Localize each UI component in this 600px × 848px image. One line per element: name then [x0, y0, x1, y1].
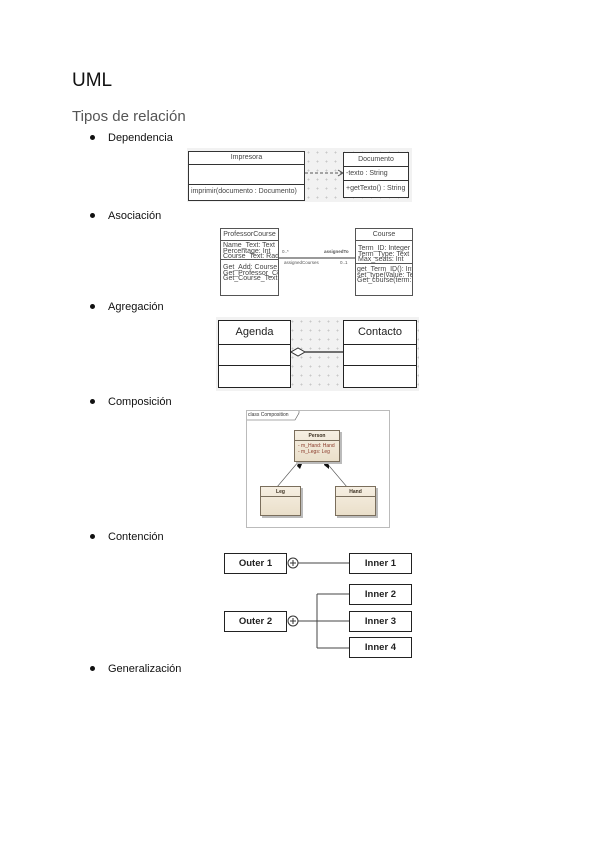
operation: Get_Course_Text: Radio — [223, 275, 278, 282]
dependencia-diagram: Impresora imprimir(documento : Documento… — [187, 148, 412, 202]
bullet-label: Asociación — [108, 210, 162, 222]
class-operations — [219, 366, 290, 386]
left-role: assignedCourses — [284, 260, 319, 265]
class-name: Documento — [344, 153, 408, 167]
attribute: - m_Legs: Leg — [298, 449, 330, 455]
operation: set_type(value: Text) — [357, 271, 412, 279]
composicion-diagram: class Composition Person - m_Hand: Hand … — [246, 410, 390, 528]
containment-plus-icon — [287, 557, 299, 569]
attribute: Name_Text: Text — [223, 242, 276, 249]
class-name: Course — [356, 229, 412, 241]
class-body — [336, 497, 375, 515]
class-name: Leg — [261, 487, 300, 497]
bullet-icon — [90, 665, 95, 671]
class-attributes — [344, 345, 416, 366]
bullet-agregacion: Agregación — [90, 301, 164, 313]
uml-class-documento: Documento -texto : String +getTexto() : … — [343, 152, 409, 198]
class-name: Contacto — [344, 321, 416, 345]
containment-plus-icon — [287, 615, 299, 627]
bullet-generalizacion: Generalización — [90, 663, 181, 675]
dependency-arrow — [305, 169, 344, 177]
inner-4-box: Inner 4 — [349, 637, 412, 658]
uml-class-contacto: Contacto — [343, 320, 417, 388]
inner-2-box: Inner 2 — [349, 584, 412, 605]
uml-class-right: Course Term_ID: Integer Term_Type: Text … — [355, 228, 413, 296]
composition-connectors — [247, 411, 348, 488]
bullet-contencion: Contención — [90, 531, 164, 543]
bullet-label: Agregación — [108, 301, 164, 313]
class-attributes: -texto : String — [344, 167, 408, 181]
bullet-icon — [90, 134, 95, 140]
left-multiplicity: 0..* — [282, 249, 289, 254]
uml-class-agenda: Agenda — [218, 320, 291, 388]
bullet-label: Dependencia — [108, 132, 173, 144]
attribute: - m_Hand: Hand — [298, 443, 335, 449]
class-attributes: - m_Hand: Hand - m_Legs: Leg — [295, 441, 339, 461]
operation: Get_Add: Course_Text — [223, 264, 278, 271]
filled-diamond-icon — [324, 461, 329, 469]
contencion-diagram: Outer 1 Outer 2 Inner 1 Inner 2 Inner 3 … — [222, 551, 414, 661]
operation: get_Term_ID(): Integer — [357, 266, 412, 273]
class-attributes: Term_ID: Integer Term_Type: Text Max_sea… — [356, 241, 412, 264]
class-body — [261, 497, 300, 515]
uml-class-leg: Leg — [260, 486, 301, 516]
attribute: Course_Text: Radio — [223, 253, 278, 260]
class-operations: Get_Add: Course_Text Get_Professor_Cours… — [221, 260, 278, 295]
operation: Get_course(term: Id) — [357, 277, 412, 284]
uml-class-person: Person - m_Hand: Hand - m_Legs: Leg — [294, 430, 340, 462]
containment-connectors — [287, 557, 349, 649]
class-name: Person — [295, 431, 339, 441]
bullet-icon — [90, 398, 95, 404]
uml-class-hand: Hand — [335, 486, 376, 516]
bullet-icon — [90, 212, 95, 218]
bullet-label: Contención — [108, 531, 164, 543]
hollow-diamond-icon — [291, 347, 307, 357]
right-role: assignedTo — [324, 249, 349, 254]
class-attributes — [219, 345, 290, 366]
class-name: Agenda — [219, 321, 290, 345]
section-heading: Tipos de relación — [72, 108, 186, 125]
aggregation-connector — [291, 347, 343, 357]
attribute: Max_seats: Int — [358, 256, 404, 263]
filled-diamond-icon — [297, 461, 302, 469]
attribute: Term_ID: Integer — [358, 245, 411, 252]
bullet-label: Generalización — [108, 663, 182, 675]
class-attributes — [189, 165, 304, 185]
right-multiplicity: 0..1 — [340, 260, 348, 265]
class-operations: get_Term_ID(): Integer set_type(value: T… — [356, 264, 412, 295]
frame-label: class Composition — [248, 412, 289, 418]
class-operations: +getTexto() : String — [346, 185, 406, 192]
class-operations: imprimir(documento : Documento) — [191, 188, 297, 195]
agregacion-diagram: Agenda Contacto — [216, 317, 419, 391]
class-name: Impresora — [189, 152, 304, 165]
class-operations — [344, 366, 416, 386]
uml-class-impresora: Impresora imprimir(documento : Documento… — [188, 151, 305, 201]
bullet-dependencia: Dependencia — [90, 132, 173, 144]
inner-1-box: Inner 1 — [349, 553, 412, 574]
outer-1-box: Outer 1 — [224, 553, 287, 574]
attribute: Term_Type: Text — [358, 250, 410, 258]
bullet-icon — [90, 303, 95, 309]
bullet-label: Composición — [108, 396, 172, 408]
operation: Get_Professor_Course: Text — [223, 269, 278, 277]
class-name: Hand — [336, 487, 375, 497]
uml-class-left: ProfessorCourse Name_Text: Text Percenta… — [220, 228, 279, 296]
asociacion-diagram: ProfessorCourse Name_Text: Text Percenta… — [218, 228, 414, 298]
attribute: Percentage: Int — [223, 247, 271, 255]
class-attributes: Name_Text: Text Percentage: Int Course_T… — [221, 241, 278, 260]
class-name: ProfessorCourse — [221, 229, 278, 241]
bullet-icon — [90, 533, 95, 539]
page-title: UML — [72, 70, 113, 91]
outer-2-box: Outer 2 — [224, 611, 287, 632]
bullet-composicion: Composición — [90, 396, 172, 408]
inner-3-box: Inner 3 — [349, 611, 412, 632]
association-line — [279, 257, 355, 259]
bullet-asociacion: Asociación — [90, 210, 161, 222]
